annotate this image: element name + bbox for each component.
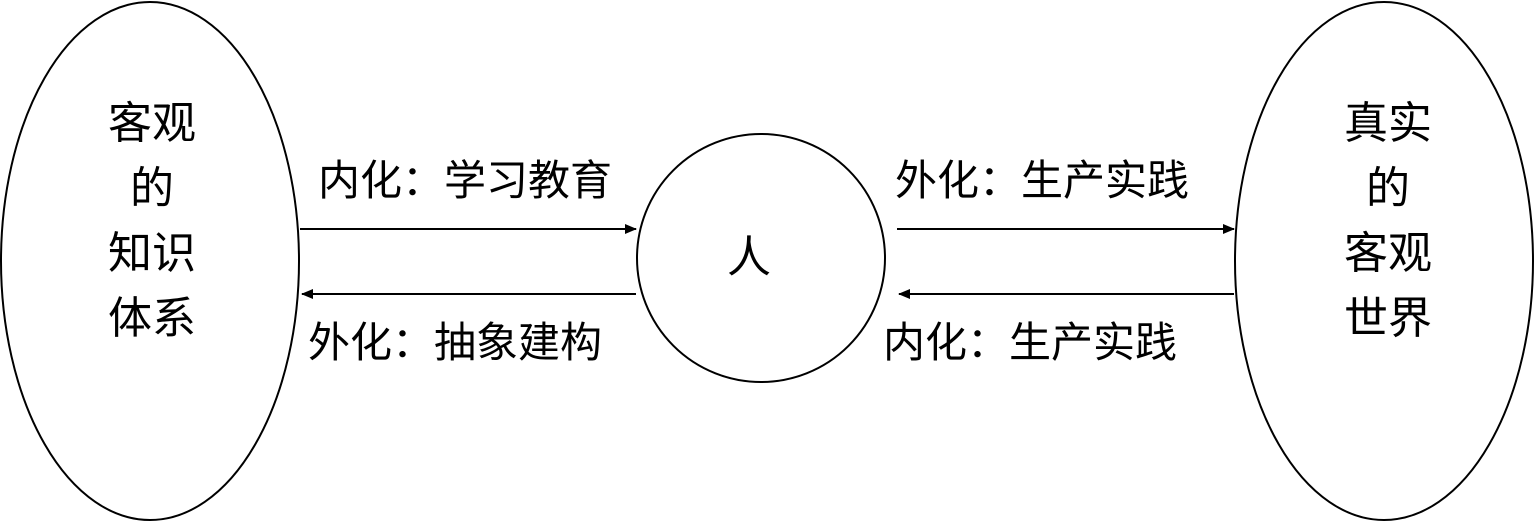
externalize-abstraction-label: 外化：抽象建构 (308, 318, 602, 367)
knowledge-system-line-3: 知识 (108, 228, 196, 279)
knowledge-system-line-1: 客观 (108, 98, 196, 149)
real-world-line-4: 世界 (1344, 293, 1432, 344)
person-node (636, 133, 886, 383)
externalize-production-label: 外化：生产实践 (895, 156, 1189, 205)
person-label: 人 (727, 232, 771, 283)
real-world-line-2: 的 (1366, 163, 1410, 214)
knowledge-system-node (0, 1, 300, 521)
real-world-line-1: 真实 (1344, 98, 1432, 149)
internalize-learning-label: 内化：学习教育 (318, 156, 612, 205)
real-world-line-3: 客观 (1344, 228, 1432, 279)
internalize-production-label: 内化：生产实践 (883, 318, 1177, 367)
knowledge-system-line-4: 体系 (108, 293, 196, 344)
real-world-node (1234, 1, 1534, 521)
knowledge-system-line-2: 的 (130, 163, 174, 214)
